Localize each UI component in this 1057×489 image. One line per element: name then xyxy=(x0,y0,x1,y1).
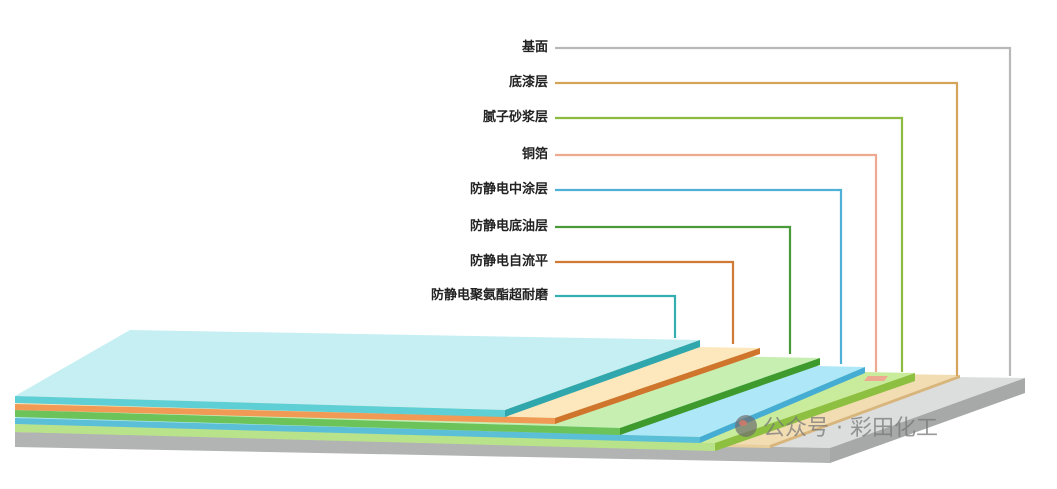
leader-line-1 xyxy=(555,81,959,376)
wechat-icon xyxy=(735,415,757,437)
leader-line-5 xyxy=(555,225,792,354)
layer-pu-wear-edge xyxy=(505,340,700,417)
layer-base-front xyxy=(15,432,830,463)
label-antistatic-self-leveling: 防静电自流平 xyxy=(469,254,548,269)
leader-line-2 xyxy=(555,116,904,372)
layer-base-edge xyxy=(830,378,1025,463)
label-antistatic-primer: 防静电底油层 xyxy=(469,219,548,234)
layer-putty-front xyxy=(15,424,715,451)
leader-line-6 xyxy=(555,260,735,344)
layer-self-leveling-front xyxy=(15,404,555,424)
leader-line-0 xyxy=(555,46,1012,376)
label-copper-foil: 铜箔 xyxy=(521,147,548,162)
leader-line-4 xyxy=(555,188,843,364)
layer-antistatic-primer-front xyxy=(15,410,620,435)
layer-middle-coat-front xyxy=(15,418,700,443)
leader-line-7 xyxy=(555,294,677,338)
label-putty-mortar: 腻子砂浆层 xyxy=(482,110,548,125)
label-primer: 底漆层 xyxy=(508,75,548,90)
copper-foil-patch xyxy=(864,376,888,381)
layer-primer-edge xyxy=(770,375,960,448)
label-base: 基面 xyxy=(521,40,548,55)
label-antistatic-pu-wear: 防静电聚氨酯超耐磨 xyxy=(430,288,548,303)
label-antistatic-middle-coat: 防静电中涂层 xyxy=(469,182,548,197)
layer-pu-wear-front xyxy=(15,396,505,417)
watermark: 公众号 · 彩田化工 xyxy=(735,410,938,442)
leader-line-3 xyxy=(555,153,878,372)
layer-putty-edge xyxy=(715,373,915,451)
layer-pu-wear-top xyxy=(15,330,700,410)
layer-antistatic-primer-edge xyxy=(620,358,820,435)
watermark-text: 公众号 · 彩田化工 xyxy=(763,416,938,441)
layer-self-leveling-edge xyxy=(555,348,760,424)
